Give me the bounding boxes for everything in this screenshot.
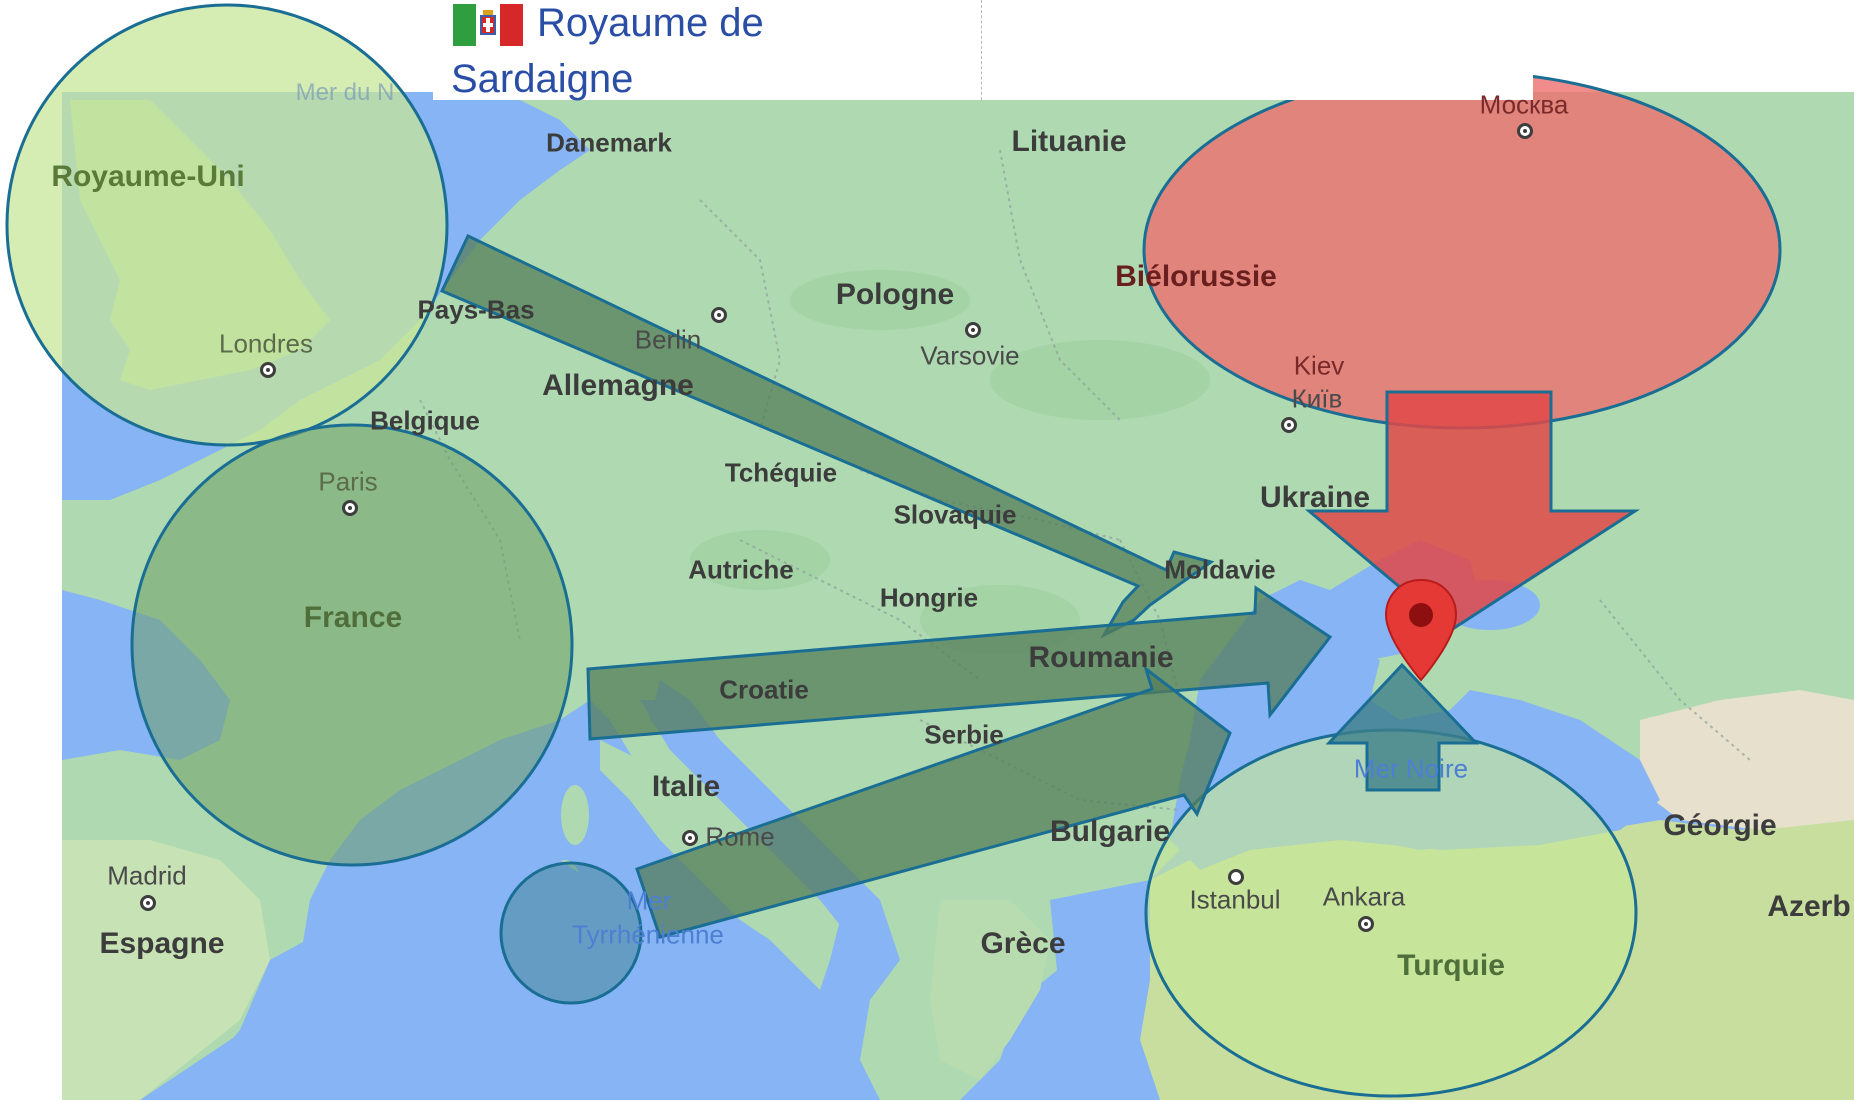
label-espagne: Espagne: [99, 927, 225, 960]
location-pin-icon[interactable]: [1384, 578, 1458, 682]
land-caucasus: [1640, 690, 1854, 830]
label-istanbul: Istanbul: [1189, 884, 1281, 915]
label-moldavie: Moldavie: [1164, 554, 1276, 585]
city-marker-moscou: [1517, 123, 1533, 139]
arrow-russia-down: [1304, 390, 1641, 632]
land-greece: [930, 900, 1050, 1080]
sardinia-link-line2[interactable]: Sardaigne: [451, 57, 634, 101]
arrow-sardinia-to-crimea: [635, 665, 1232, 939]
label-autriche: Autriche: [688, 554, 794, 585]
terrain-shade: [690, 530, 830, 590]
sardinia-alliance-circle: [499, 861, 643, 1005]
infobox-divider: [981, 0, 982, 100]
label-belgique: Belgique: [370, 405, 480, 436]
label-varsovie: Varsovie: [920, 340, 1020, 371]
label-turquie: Turquie: [1397, 949, 1505, 982]
label-madrid: Madrid: [107, 860, 187, 891]
uk-alliance-circle: [5, 3, 449, 447]
city-marker-rome: [682, 830, 698, 846]
terrain-shade: [990, 340, 1210, 420]
land-corsica: [561, 785, 589, 845]
city-marker-ankara: [1358, 916, 1374, 932]
label-paris: Paris: [318, 466, 378, 497]
russia-ellipse: [1142, 70, 1782, 430]
label-lituanie: Lituanie: [1011, 125, 1127, 158]
arrow-turkey-up: [1325, 662, 1480, 792]
label-serbie: Serbie: [924, 719, 1004, 750]
label-france: France: [303, 601, 403, 634]
label-kiev: Kiev: [1293, 350, 1345, 381]
label-mer-tyrrhenienne-2: Tyrrhénienne: [572, 919, 724, 950]
kingdom-of-sardinia-flag-icon: [453, 4, 523, 46]
label-tchequie: Tchéquie: [724, 457, 838, 488]
arrow-france-to-crimea: [586, 585, 1333, 741]
label-pays-bas: Pays-Bas: [417, 294, 535, 325]
label-danemark: Danemark: [546, 127, 672, 158]
label-pologne: Pologne: [835, 278, 955, 311]
france-alliance-circle: [130, 423, 574, 867]
label-georgie: Géorgie: [1663, 809, 1777, 842]
label-roumanie: Roumanie: [1028, 641, 1174, 674]
label-bulgarie: Bulgarie: [1049, 815, 1171, 848]
label-croatie: Croatie: [719, 674, 809, 705]
city-marker-paris: [342, 500, 358, 516]
label-ukraine: Ukraine: [1259, 481, 1371, 514]
faded-sea-label: Mer du N: [295, 79, 395, 106]
land-iberia: [62, 840, 270, 1100]
sea-mediterranean: [180, 860, 880, 1100]
city-marker-istanbul: [1228, 869, 1244, 885]
label-slovaquie: Slovaquie: [893, 499, 1017, 530]
label-rome: Rome: [705, 821, 775, 852]
city-marker-berlin: [711, 307, 727, 323]
label-mer-tyrrhenienne-1: Mer: [626, 885, 672, 916]
city-marker-londres: [260, 362, 276, 378]
label-berlin: Berlin: [634, 324, 702, 355]
label-azerbaidjan: Azerb: [1767, 890, 1851, 923]
sardinia-link-line1[interactable]: Royaume de: [537, 1, 764, 45]
label-kiev-local: Київ: [1291, 383, 1343, 414]
label-londres: Londres: [219, 328, 313, 359]
city-marker-madrid: [140, 895, 156, 911]
label-ankara: Ankara: [1322, 881, 1406, 912]
city-marker-varsovie: [965, 322, 981, 338]
label-royaume-uni: Royaume-Uni: [51, 160, 245, 193]
label-moscou: Москва: [1479, 89, 1569, 120]
arrow-uk-to-crimea: [439, 233, 1215, 639]
label-bielorussie: Biélorussie: [1115, 260, 1277, 293]
infobox-strip: Royaume de Sardaigne: [433, 0, 1533, 101]
label-hongrie: Hongrie: [879, 582, 979, 613]
label-mer-noire: Mer Noire: [1353, 753, 1469, 784]
label-allemagne: Allemagne: [542, 369, 694, 402]
label-italie: Italie: [651, 770, 721, 803]
land-scandinavia: [560, 92, 720, 160]
city-marker-kiev: [1281, 417, 1297, 433]
label-grece: Grèce: [980, 927, 1066, 960]
sea-aegean: [1000, 880, 1160, 1100]
terrain-shade: [790, 270, 970, 330]
